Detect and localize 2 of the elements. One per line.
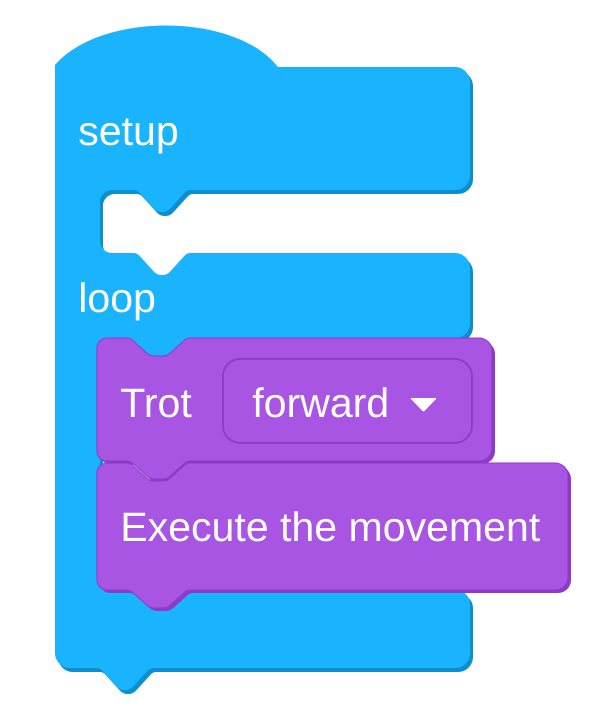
dropdown-menu: forward xyxy=(222,358,473,444)
command-block: Execute the movement xyxy=(96,462,571,611)
